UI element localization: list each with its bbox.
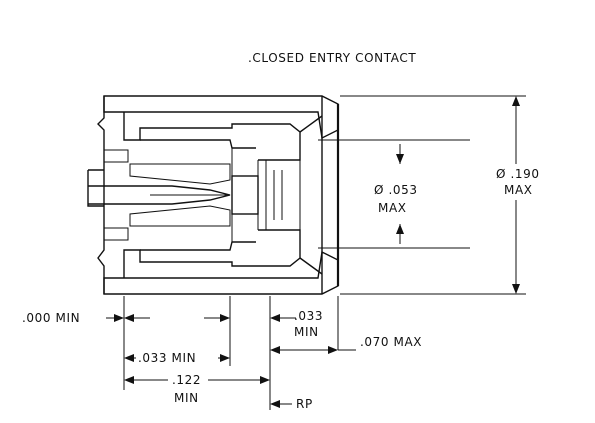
extension-lines [123,95,526,410]
drawing-title: .CLOSED ENTRY CONTACT [248,51,416,65]
dim-190-max: MAX [504,183,533,197]
insert-upper-left [103,149,129,163]
insert-lower-left [103,227,129,241]
rp-reference: RP [270,397,313,411]
upper-tine [123,112,301,161]
break-line-left [97,96,105,294]
pin-stub-outline [87,169,104,207]
lower-tine [123,229,301,278]
upper-tine-inner [140,139,256,149]
dim-122-value: .122 [172,373,201,387]
insert-lower-center [129,205,231,227]
top-wall-hatched [103,95,339,140]
dim-033-right-value: .033 [294,309,323,323]
dim-000: .000 MIN [22,311,150,325]
dim-033-right-min: MIN [294,325,319,339]
dim-190: Ø .190 MAX [492,96,548,294]
dim-190-value: Ø .190 [496,167,540,181]
dim-053-max: MAX [378,201,407,215]
dim-053: Ø .053 MAX [374,144,418,244]
bottom-wall-hatched [103,250,339,295]
rp-label: RP [296,397,313,411]
entry-chamfer [299,115,323,275]
dim-033-left-label: .033 MIN [138,351,196,365]
dim-070-label: .070 MAX [360,335,422,349]
insert-upper-center [129,163,231,185]
contact-body [87,95,340,295]
dim-122-min: MIN [174,391,199,405]
dim-122: .122 MIN [124,373,270,405]
dim-053-value: Ø .053 [374,183,418,197]
lower-tine-inner [140,241,256,251]
dim-070: .070 MAX [270,335,422,354]
dim-033-right: .033 MIN [204,309,323,339]
dim-033-left: .033 MIN [124,351,230,365]
spring-ribs [257,160,301,230]
dim-000-label: .000 MIN [22,311,80,325]
spring-block [231,175,259,215]
